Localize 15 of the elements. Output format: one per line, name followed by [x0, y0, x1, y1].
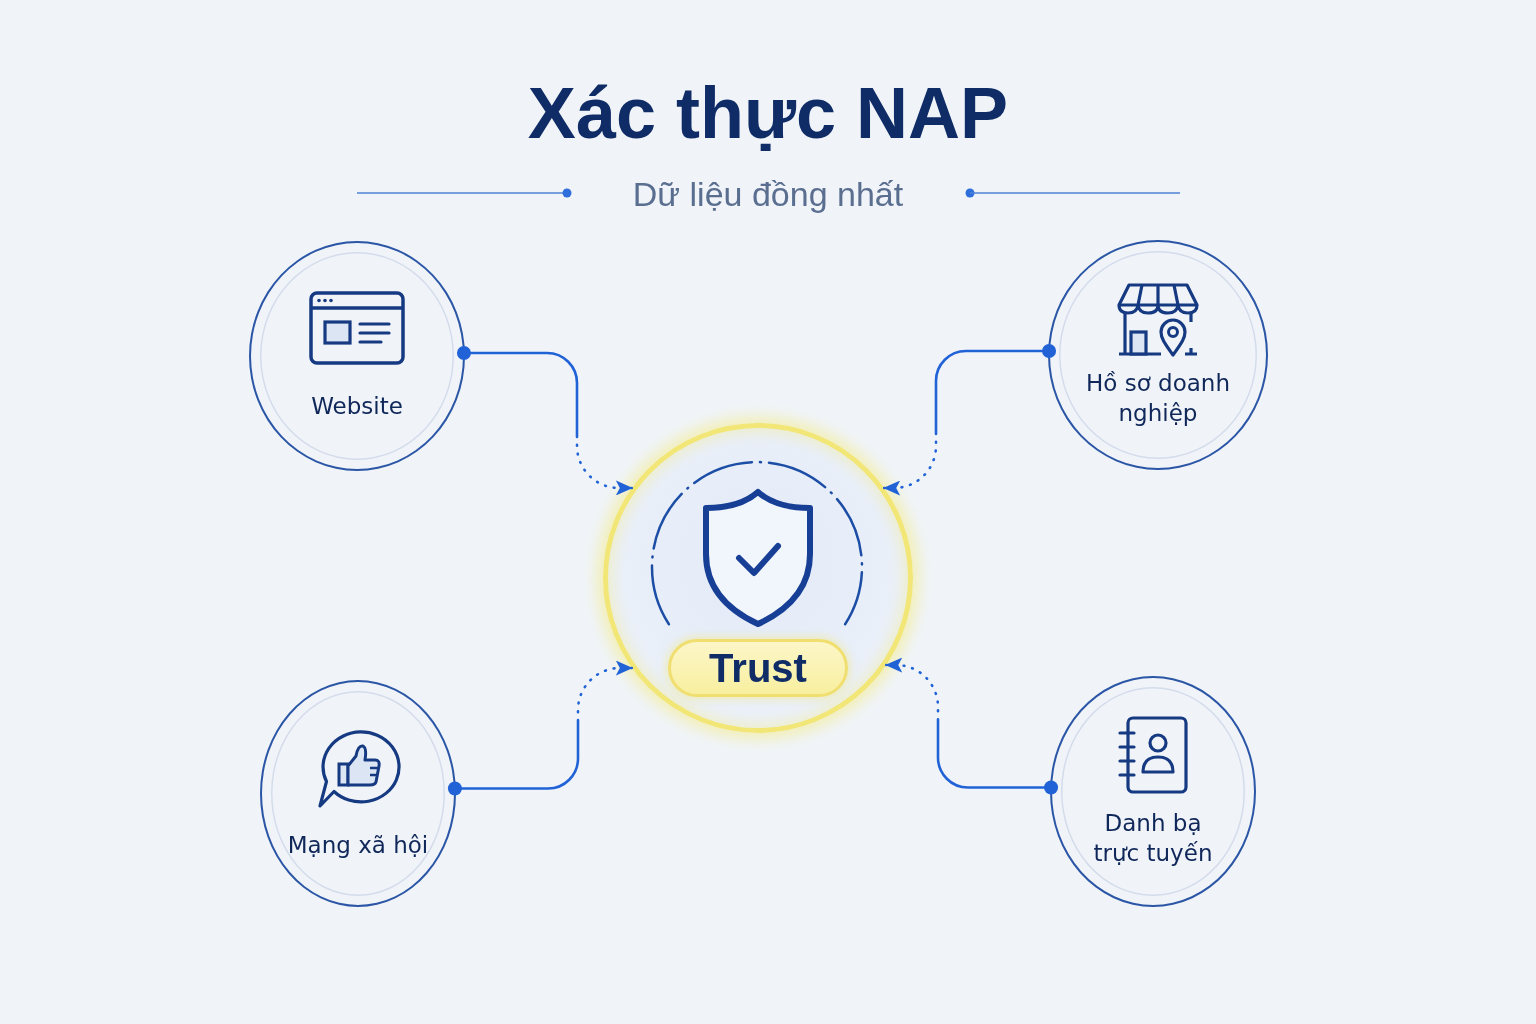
connector-arrow: [882, 344, 1057, 496]
title: Xác thực NAP: [527, 77, 1009, 149]
node-label: Website: [311, 392, 403, 421]
subtitle: Dữ liệu đồng nhất: [632, 174, 904, 214]
channel-circle: [260, 680, 456, 907]
channel-circle: [249, 241, 465, 471]
connector-arrow: [447, 660, 634, 796]
connector-arrow: [456, 346, 634, 496]
node-label: Mạng xã hội: [287, 830, 429, 860]
channel-circle: [1048, 240, 1268, 470]
label-pill: Trust: [668, 639, 848, 697]
node-label: Hồ sơ doanh nghiệp: [1085, 369, 1231, 428]
channel-circle: [1050, 676, 1256, 907]
connector-arrow: [885, 657, 1059, 795]
node-label: Danh bạ trực tuyến: [1092, 808, 1214, 868]
